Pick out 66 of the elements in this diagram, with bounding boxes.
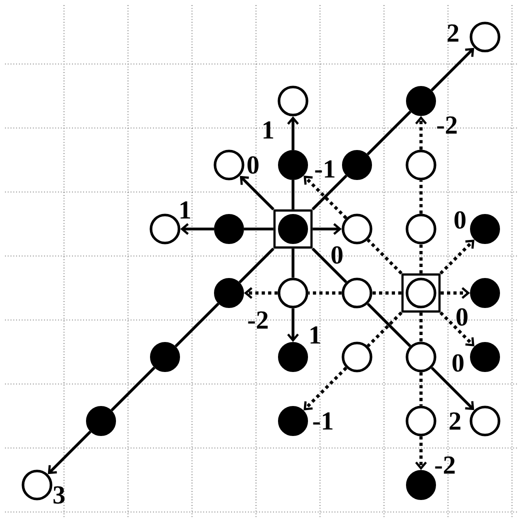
line: [312, 248, 348, 284]
dotted-line: [308, 291, 342, 295]
arrow: [287, 308, 299, 342]
number-label: -1: [315, 160, 334, 178]
dotted-arrow: [440, 287, 470, 299]
number-label: 0: [332, 246, 342, 264]
filled-dot: [278, 406, 308, 436]
dotted-line: [372, 291, 402, 295]
number-label: 2: [448, 24, 458, 42]
filled-dot: [470, 278, 500, 308]
dotted-line: [419, 312, 423, 342]
line: [110, 366, 156, 412]
filled-dot: [470, 214, 500, 244]
line: [292, 180, 294, 210]
arrow: [48, 430, 92, 474]
arrow: [287, 116, 299, 150]
filled-dot: [406, 470, 436, 500]
dotted-arrow: [244, 287, 278, 299]
filled-dot: [278, 342, 308, 372]
dotted-arrow: [304, 176, 348, 220]
line: [244, 228, 274, 230]
dotted-arrow: [415, 436, 427, 470]
line: [312, 174, 348, 210]
filled-dot: [86, 406, 116, 436]
line: [366, 302, 412, 348]
number-label: 1: [310, 326, 320, 344]
line: [366, 110, 412, 156]
filled-dot: [406, 86, 436, 116]
dotted-line: [419, 180, 423, 214]
open-circle: [470, 406, 500, 436]
number-label: 2: [450, 412, 460, 430]
dotted-arrow: [415, 116, 427, 150]
number-label: 0: [454, 211, 466, 229]
arrow: [180, 223, 214, 235]
dotted-line: [419, 372, 423, 406]
number-label: -2: [437, 116, 457, 134]
line: [238, 248, 274, 284]
dotted-line: [366, 311, 403, 348]
filled-dot: [342, 150, 372, 180]
filled-dot: [214, 214, 244, 244]
dotted-line: [366, 238, 403, 275]
line: [174, 302, 220, 348]
arrow: [430, 366, 474, 410]
number-label: 0: [452, 354, 464, 372]
dotted-arrow: [439, 311, 474, 346]
arrow: [240, 176, 274, 210]
dotted-arrow: [439, 240, 474, 275]
filled-dot: [470, 342, 500, 372]
open-circle: [22, 470, 52, 500]
filled-dot: [214, 278, 244, 308]
dotted-arrow: [304, 366, 348, 410]
open-circle: [470, 22, 500, 52]
number-label: -2: [248, 311, 268, 329]
number-label: 3: [54, 486, 65, 504]
number-label: 1: [264, 121, 274, 139]
number-label: -1: [313, 412, 332, 430]
filled-dot: [278, 150, 308, 180]
number-label: 0: [456, 308, 468, 326]
number-label: -2: [435, 456, 455, 474]
dotted-line: [419, 244, 423, 274]
line: [292, 248, 294, 278]
filled-dot: [150, 342, 180, 372]
number-label: 1: [180, 201, 190, 219]
number-label: 0: [248, 156, 258, 174]
arrow: [430, 48, 474, 92]
arrow: [312, 223, 342, 235]
